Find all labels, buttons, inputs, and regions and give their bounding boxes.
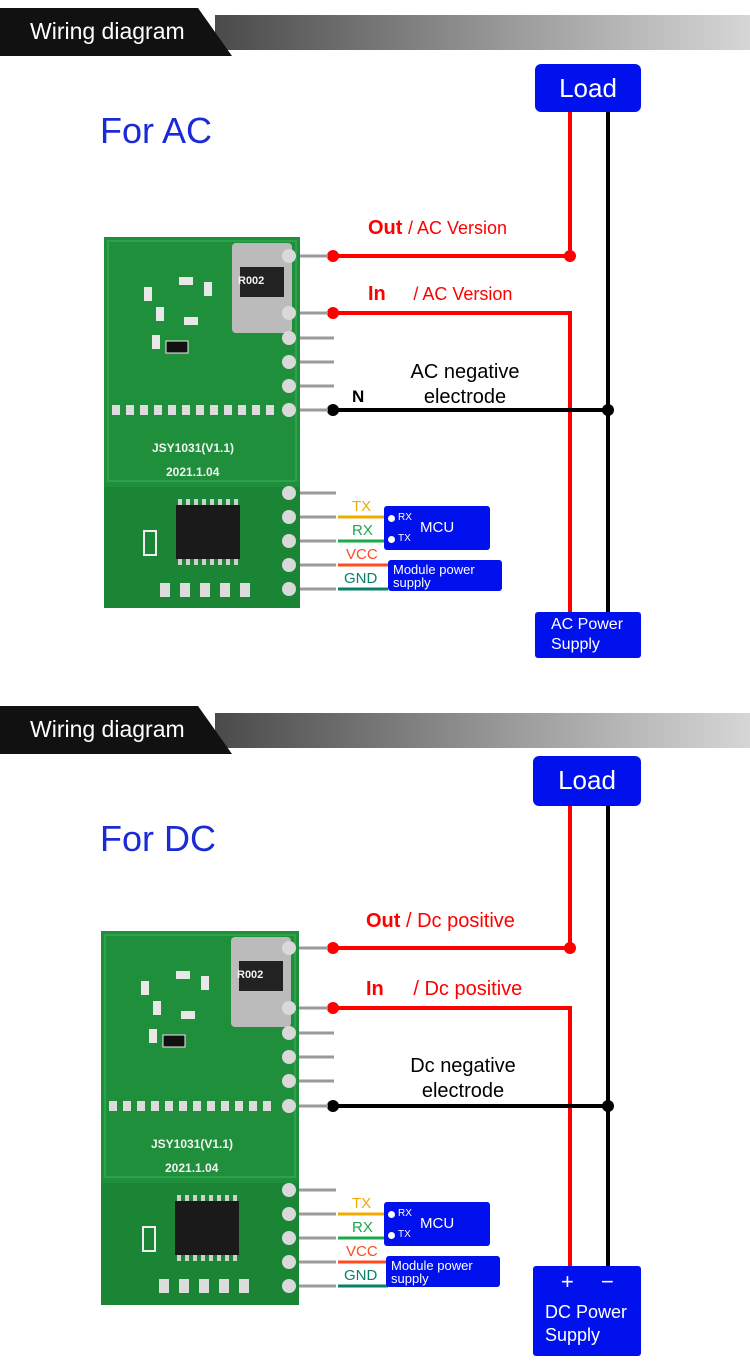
dc-section: Wiring diagram For DC [0, 698, 750, 1363]
out-junction [564, 250, 576, 262]
out-terminal [327, 942, 339, 954]
rx-label: RX [352, 522, 373, 539]
in-bold: In [368, 283, 386, 305]
mcu-rx-dot [388, 1211, 395, 1218]
diagram-title: For AC [100, 110, 213, 151]
mcu-tx-dot [388, 1232, 395, 1239]
dc-wires [290, 806, 614, 1288]
out-text: / Dc positive [406, 910, 515, 932]
supply-line1: DC Power [545, 1302, 628, 1322]
power-supply-box: AC Power Supply [535, 612, 641, 658]
module-power-line2: supply [391, 1271, 429, 1286]
minus-terminal: − [601, 1269, 614, 1294]
mcu-box: RX TX MCU [384, 506, 490, 550]
ac-wires [290, 112, 614, 612]
neg-line1: AC negative [410, 361, 520, 383]
header-tab [0, 706, 232, 754]
out-bold: Out [366, 910, 401, 932]
in-label: In / Dc positive [366, 978, 522, 1001]
gnd-label: GND [344, 570, 378, 587]
mcu-rx-label: RX [398, 1208, 412, 1219]
section-header: Wiring diagram [0, 706, 750, 754]
vcc-label: VCC [346, 546, 378, 563]
mcu-tx-label: TX [398, 533, 411, 544]
negative-electrode-label: Dc negative electrode [393, 1054, 533, 1104]
in-terminal [327, 307, 339, 319]
out-junction [564, 942, 576, 954]
module-power-box: Module power supply [388, 560, 502, 591]
tx-label: TX [352, 1195, 372, 1212]
in-text: / Dc positive [413, 978, 523, 1000]
in-wire [330, 311, 572, 612]
out-terminal [327, 250, 339, 262]
tx-label: TX [352, 498, 372, 515]
out-label: Out / Dc positive [366, 910, 515, 933]
supply-line1: AC Power [551, 616, 624, 633]
vcc-label: VCC [346, 1243, 378, 1260]
gnd-label: GND [344, 1267, 378, 1284]
pcb-artwork [101, 931, 299, 1305]
board-date: 2021.1.04 [165, 1161, 219, 1175]
ac-section: Wiring diagram For AC [0, 0, 750, 680]
pcb-board: R002 JSY1031(V1.1) 2021.1.04 [101, 931, 299, 1305]
mcu-rx-dot [388, 515, 395, 522]
load-box: Load [533, 756, 641, 806]
section-header: Wiring diagram [0, 8, 750, 56]
n-label: N [352, 387, 365, 406]
shunt-label: R002 [238, 275, 265, 287]
header-title: Wiring diagram [30, 716, 185, 742]
module-power-line1: Module power [391, 1258, 473, 1273]
supply-line2: Supply [545, 1325, 601, 1345]
mcu-label: MCU [420, 1215, 455, 1232]
module-power-box: Module power supply [386, 1256, 500, 1287]
neg-line2: electrode [423, 386, 507, 408]
neg-line2: electrode [421, 1080, 505, 1102]
in-text: / AC Version [413, 284, 513, 304]
load-box: Load [535, 64, 641, 112]
board-model: JSY1031(V1.1) [152, 441, 235, 455]
mcu-label: MCU [420, 519, 455, 536]
mcu-tx-dot [388, 536, 395, 543]
in-label: In / AC Version [368, 283, 512, 306]
rx-label: RX [352, 1219, 373, 1236]
neg-terminal [327, 1100, 339, 1112]
neg-line1: Dc negative [410, 1055, 516, 1077]
mcu-rx-label: RX [398, 512, 412, 523]
header-title: Wiring diagram [30, 18, 185, 44]
in-terminal [327, 1002, 339, 1014]
power-supply-box: + − DC Power Supply [533, 1266, 641, 1356]
in-wire [330, 1006, 572, 1266]
pcb-artwork [104, 237, 300, 608]
plus-terminal: + [561, 1269, 574, 1294]
neg-terminal [327, 404, 339, 416]
negative-electrode-label: AC negative electrode [395, 360, 535, 410]
shunt-label: R002 [237, 969, 264, 981]
header-tab [0, 8, 232, 56]
module-power-line2: supply [393, 575, 431, 590]
in-bold: In [366, 978, 384, 1000]
board-date: 2021.1.04 [166, 465, 220, 479]
out-text: / AC Version [408, 218, 508, 238]
board-model: JSY1031(V1.1) [151, 1137, 234, 1151]
out-label: Out / AC Version [368, 217, 507, 240]
out-bold: Out [368, 217, 403, 239]
pcb-board: R002 JSY1031(V1.1) 2021.1.04 [104, 237, 300, 608]
supply-line2: Supply [551, 636, 600, 653]
neg-junction [602, 1100, 614, 1112]
neg-junction [602, 404, 614, 416]
mcu-box: RX TX MCU [384, 1202, 490, 1246]
header-bar [215, 15, 750, 50]
diagram-title: For DC [100, 818, 216, 859]
header-bar [215, 713, 750, 748]
module-power-line1: Module power [393, 562, 475, 577]
mcu-tx-label: TX [398, 1229, 411, 1240]
